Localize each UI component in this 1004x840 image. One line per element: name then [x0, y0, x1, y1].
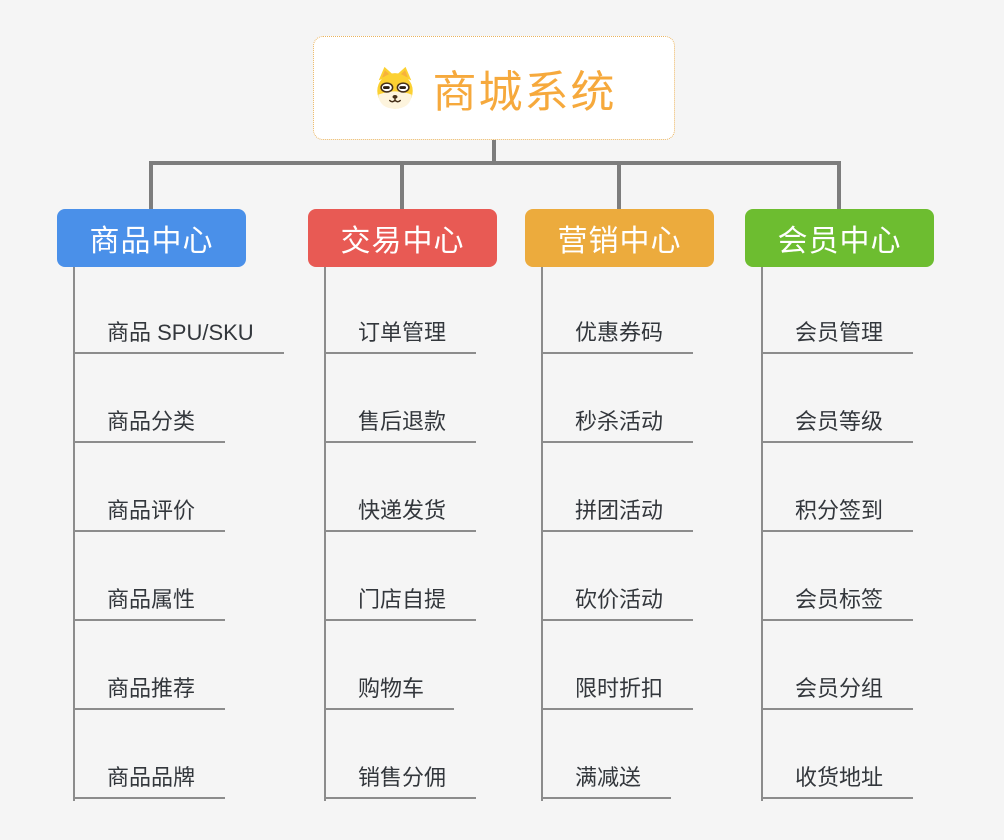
- connector-branch-drop: [617, 163, 621, 209]
- child-topic-node[interactable]: 销售分佣: [324, 765, 477, 799]
- child-topic-node[interactable]: 会员等级: [761, 409, 914, 443]
- child-topic-node[interactable]: 收货地址: [761, 765, 914, 799]
- child-topic-node[interactable]: 砍价活动: [541, 587, 694, 621]
- child-topic-node[interactable]: 商品推荐: [73, 676, 226, 710]
- root-title: 商城系统: [432, 68, 617, 117]
- connector-root-drop: [492, 139, 496, 163]
- connector-branch-trunk: [761, 267, 763, 801]
- shiba-dog-icon: [372, 65, 418, 111]
- child-topic-node[interactable]: 秒杀活动: [541, 409, 694, 443]
- connector-branch-drop: [837, 163, 841, 209]
- connector-branch-trunk: [73, 267, 75, 801]
- child-topic-node[interactable]: 购物车: [324, 676, 455, 710]
- child-topic-node[interactable]: 限时折扣: [541, 676, 694, 710]
- branch-node[interactable]: 营销中心: [525, 209, 714, 267]
- child-topic-node[interactable]: 商品品牌: [73, 765, 226, 799]
- root-node[interactable]: 商城系统: [313, 36, 675, 140]
- branch-node[interactable]: 商品中心: [57, 209, 246, 267]
- child-topic-node[interactable]: 快递发货: [324, 498, 477, 532]
- connector-branch-trunk: [541, 267, 543, 801]
- connector-branch-drop: [149, 163, 153, 209]
- child-topic-node[interactable]: 门店自提: [324, 587, 477, 621]
- child-topic-node[interactable]: 积分签到: [761, 498, 914, 532]
- child-topic-node[interactable]: 订单管理: [324, 320, 477, 354]
- child-topic-node[interactable]: 商品属性: [73, 587, 226, 621]
- child-topic-node[interactable]: 商品分类: [73, 409, 226, 443]
- child-topic-node[interactable]: 拼团活动: [541, 498, 694, 532]
- child-topic-node[interactable]: 会员标签: [761, 587, 914, 621]
- branch-node[interactable]: 会员中心: [745, 209, 934, 267]
- connector-branch-drop: [400, 163, 404, 209]
- child-topic-node[interactable]: 优惠券码: [541, 320, 694, 354]
- child-topic-node[interactable]: 会员管理: [761, 320, 914, 354]
- connector-bus: [149, 161, 841, 165]
- child-topic-node[interactable]: 售后退款: [324, 409, 477, 443]
- child-topic-node[interactable]: 商品评价: [73, 498, 226, 532]
- connector-branch-trunk: [324, 267, 326, 801]
- branch-node[interactable]: 交易中心: [308, 209, 497, 267]
- child-topic-node[interactable]: 商品 SPU/SKU: [73, 320, 284, 354]
- child-topic-node[interactable]: 会员分组: [761, 676, 914, 710]
- child-topic-node[interactable]: 满减送: [541, 765, 672, 799]
